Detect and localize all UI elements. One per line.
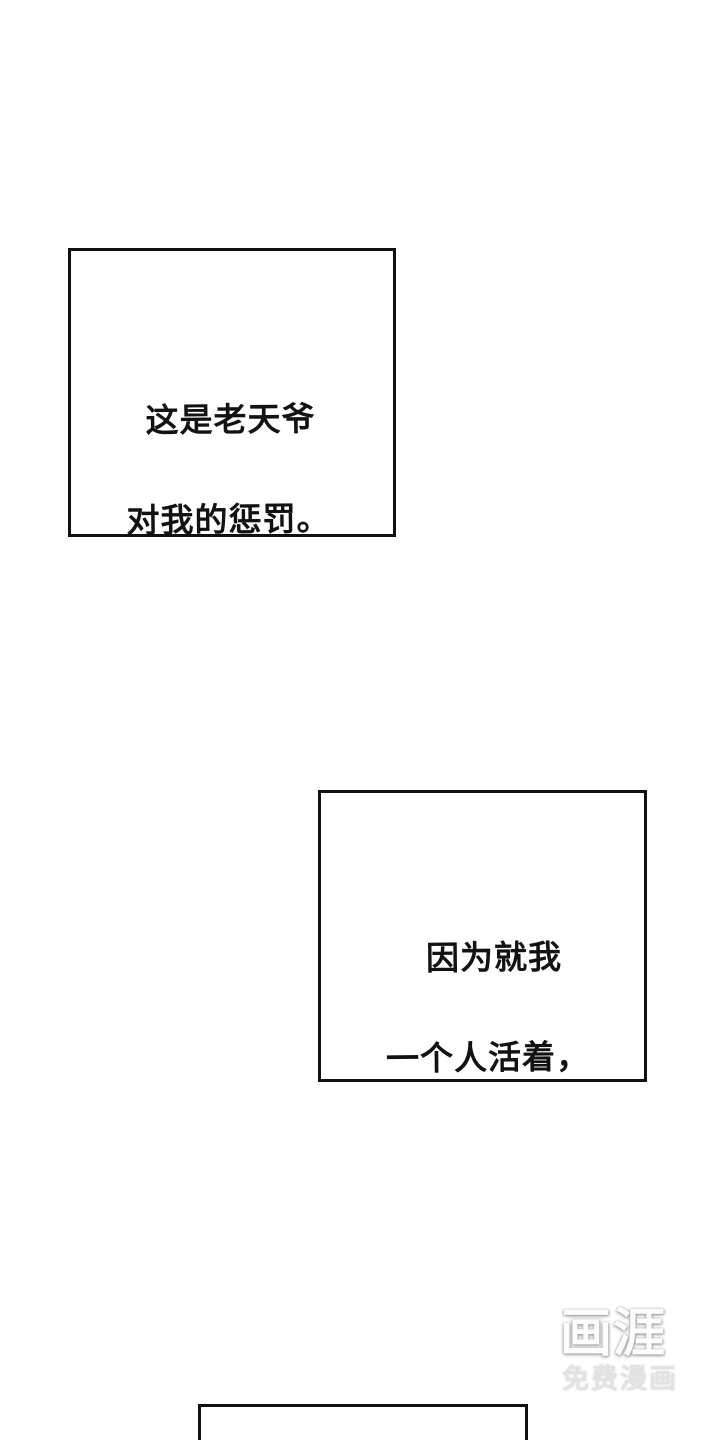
comic-panel-1: 这是老天爷 对我的惩罚。 (68, 248, 396, 540)
comic-panel-2: 因为就我 一个人活着， (318, 790, 647, 1082)
panel-2-dialogue: 因为就我 一个人活着， (330, 881, 646, 1134)
comic-panel-3-partial (198, 1404, 528, 1440)
panel-1-dialogue-line-2: 对我的惩罚。 (126, 498, 331, 541)
panel-1-dialogue: 这是老天爷 对我的惩罚。 (70, 343, 387, 596)
panel-1-dialogue-line-1: 这是老天爷 (145, 399, 316, 440)
site-watermark: 画涯 免费漫画 (556, 1306, 708, 1410)
watermark-subtitle-text: 免费漫画 (562, 1364, 678, 1395)
watermark-logo-text: 画涯 (560, 1304, 667, 1364)
panel-2-dialogue-line-1: 因为就我 (425, 937, 563, 978)
panel-2-dialogue-line-2: 一个人活着， (385, 1036, 591, 1079)
